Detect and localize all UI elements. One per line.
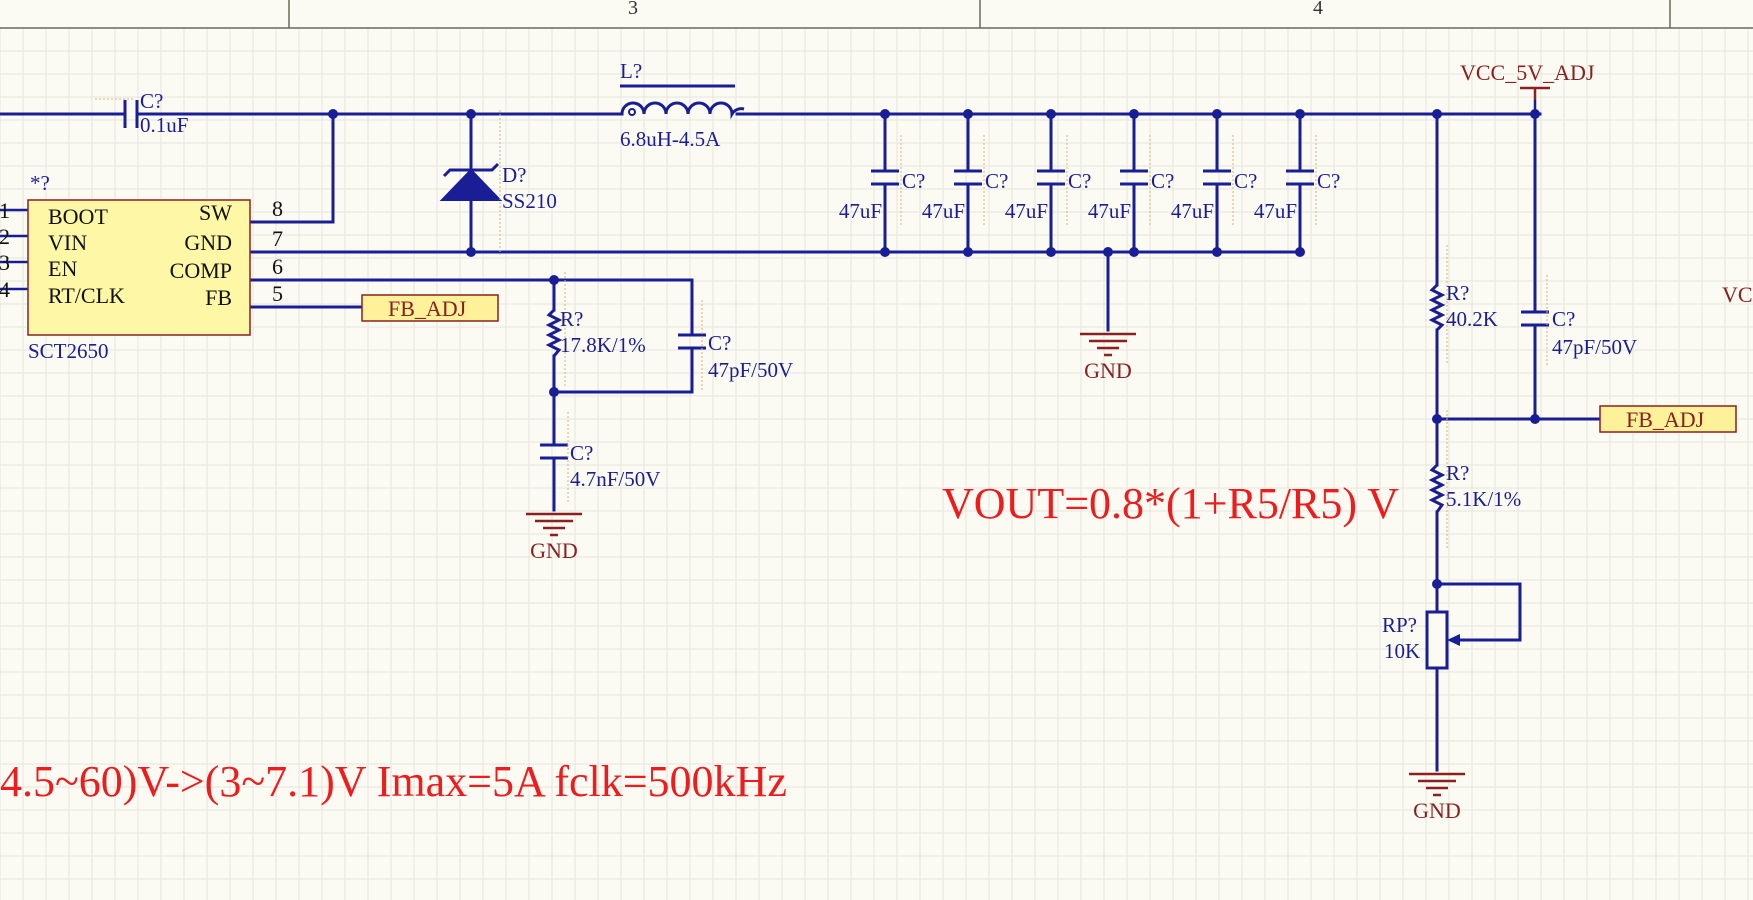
diode-value: SS210 [502, 189, 557, 213]
ic-pin-num-right-0: 8 [272, 196, 283, 221]
output-cap-ref-5: C? [1317, 169, 1340, 193]
port-fb-left-label: FB_ADJ [388, 296, 467, 321]
ic-pin-num-right-3: 5 [272, 281, 283, 306]
ic-pin-name-right-1: GND [184, 230, 232, 255]
gnd-symbol-outcaps-label: GND [1084, 358, 1132, 383]
output-cap-ref-3: C? [1151, 169, 1174, 193]
c-ff-ref: C? [1552, 307, 1575, 331]
c-comp-hf-ref: C? [708, 331, 731, 355]
ic-pin-num-left-1: 2 [0, 224, 10, 249]
partial-net-label: VC [1722, 282, 1753, 307]
ic-pin-num-right-1: 7 [272, 226, 283, 251]
r-top-ref: R? [1446, 281, 1469, 305]
ic-pin-name-right-2: COMP [170, 258, 232, 283]
spec-note: 4.5~60)V->(3~7.1)V Imax=5A fclk=500kHz [0, 757, 787, 806]
ic-pin-name-left-0: BOOT [48, 204, 108, 229]
ic-pin-num-left-0: 1 [0, 198, 10, 223]
column-number-4: 4 [1313, 0, 1323, 19]
output-cap-value-3: 47uF [1088, 199, 1131, 223]
output-cap-ref-0: C? [902, 169, 925, 193]
gnd-symbol-pot: GND [1409, 772, 1465, 823]
output-cap-4: C? 47uF [1171, 135, 1257, 225]
output-cap-value-1: 47uF [922, 199, 965, 223]
sheet-frame: 3 4 [0, 0, 1753, 29]
r-bot-value: 5.1K/1% [1446, 487, 1521, 511]
output-cap-1: C? 47uF [922, 135, 1008, 225]
inductor-value: 6.8uH-4.5A [620, 127, 721, 151]
inductor: L? 6.8uH-4.5A [620, 59, 745, 151]
output-cap-value-4: 47uF [1171, 199, 1214, 223]
cap-comp-hf: C? 47pF/50V [678, 300, 793, 390]
r-top-value: 40.2K [1446, 307, 1498, 331]
ic-part: SCT2650 [28, 339, 109, 363]
ic-pin-name-left-1: VIN [48, 230, 87, 255]
net-vcc: VCC_5V_ADJ [1460, 60, 1595, 100]
ic-pin-num-left-3: 4 [0, 277, 10, 302]
diode-ref: D? [502, 163, 527, 187]
output-cap-2: C? 47uF [1005, 135, 1091, 225]
r-bot-ref: R? [1446, 461, 1469, 485]
ground-symbols: GND GND GND [526, 332, 1465, 823]
cap-boot-ref: C? [140, 89, 163, 113]
r-comp-ref: R? [560, 307, 583, 331]
vcc-label: VCC_5V_ADJ [1460, 60, 1595, 85]
ic-pin-name-right-0: SW [199, 200, 232, 225]
output-cap-3: C? 47uF [1088, 135, 1174, 225]
background-grid [0, 27, 1753, 900]
c-ff-value: 47pF/50V [1552, 335, 1637, 359]
resistor-bottom: R? 5.1K/1% [1428, 410, 1521, 550]
wires [0, 100, 1602, 772]
pot-value: 10K [1384, 639, 1420, 663]
ic-pin-num-left-2: 3 [0, 250, 10, 275]
c-comp-hf-value: 47pF/50V [708, 358, 793, 382]
output-cap-value-2: 47uF [1005, 199, 1048, 223]
formula-note: VOUT=0.8*(1+R5/R5) V [942, 479, 1399, 528]
gnd-symbol-comp-label: GND [530, 538, 578, 563]
cap-ff: C? 47pF/50V [1521, 275, 1637, 365]
output-capacitors: C? 47uF C? 47uF C? 47uF C? 47uF C? 47uF C? 47uF [839, 135, 1340, 225]
output-cap-0: C? 47uF [839, 135, 925, 225]
c-comp-value: 4.7nF/50V [570, 467, 660, 491]
output-cap-5: C? 47uF [1254, 135, 1340, 225]
resistor-top: R? 40.2K [1428, 245, 1498, 365]
column-number-3: 3 [628, 0, 638, 19]
port-fb-right-label: FB_ADJ [1626, 407, 1705, 432]
output-cap-ref-4: C? [1234, 169, 1257, 193]
gnd-symbol-outcaps: GND [1080, 332, 1136, 383]
potentiometer: RP? 10K [1382, 610, 1460, 670]
cap-boot-value: 0.1uF [140, 113, 188, 137]
r-comp-value: 17.8K/1% [560, 333, 646, 357]
c-comp-ref: C? [570, 441, 593, 465]
junction-dots [328, 109, 1540, 589]
output-cap-value-0: 47uF [839, 199, 882, 223]
pot-ref: RP? [1382, 613, 1417, 637]
gnd-symbol-pot-label: GND [1413, 798, 1461, 823]
output-cap-value-5: 47uF [1254, 199, 1297, 223]
port-fb-left: FB_ADJ [361, 294, 499, 322]
cap-comp: C? 4.7nF/50V [540, 412, 660, 502]
diode-ss210: D? SS210 [439, 110, 557, 255]
port-fb-right: FB_ADJ [1599, 405, 1737, 433]
ic-pin-name-left-2: EN [48, 256, 77, 281]
cap-boot: C? 0.1uF [95, 89, 188, 137]
ic-pin-name-right-3: FB [205, 285, 232, 310]
ic-body [27, 199, 251, 336]
ic-pin-num-right-2: 6 [272, 254, 283, 279]
output-cap-ref-2: C? [1068, 169, 1091, 193]
inductor-ref: L? [620, 59, 642, 83]
output-cap-ref-1: C? [985, 169, 1008, 193]
gnd-symbol-comp: GND [526, 512, 582, 563]
resistor-comp: R? 17.8K/1% [545, 272, 646, 387]
ic-pin-name-left-3: RT/CLK [48, 283, 125, 308]
ic-ref: *? [30, 171, 50, 195]
